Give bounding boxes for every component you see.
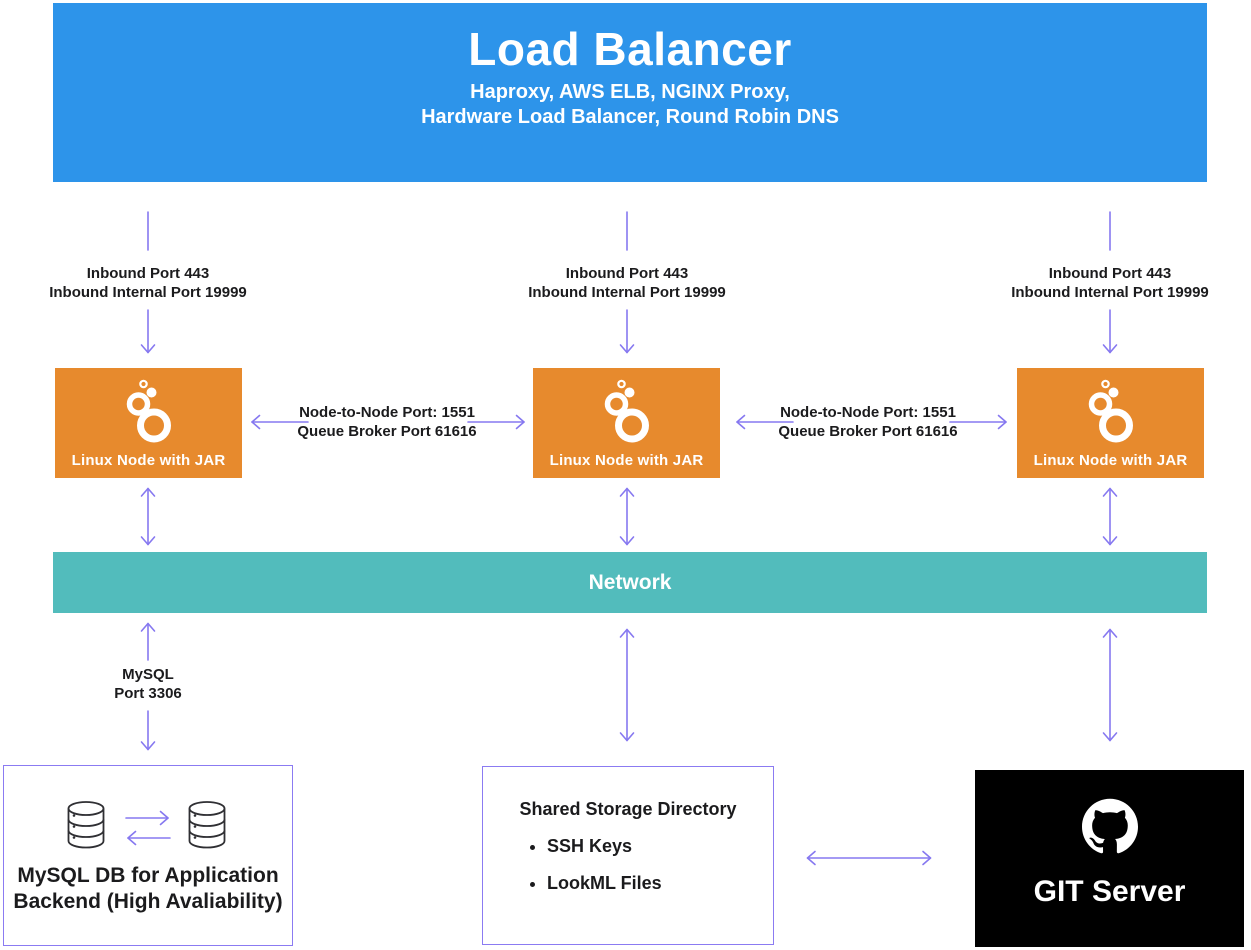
inbound-ports-label: Inbound Port 443 Inbound Internal Port 1… bbox=[990, 264, 1230, 302]
load-balancer-box: Load Balancer Haproxy, AWS ELB, NGINX Pr… bbox=[53, 3, 1207, 182]
linux-node-box: Linux Node with JAR bbox=[55, 368, 242, 478]
mysql-db-line1: MySQL DB for Application bbox=[17, 864, 279, 887]
node-link-line1: Node-to-Node Port: 1551 bbox=[299, 404, 475, 421]
shared-storage-list: SSH Keys LookML Files bbox=[529, 836, 773, 894]
linux-node-box: Linux Node with JAR bbox=[1017, 368, 1204, 478]
node-link-line2: Queue Broker Port 61616 bbox=[778, 423, 958, 440]
node-link-line2: Queue Broker Port 61616 bbox=[297, 423, 477, 440]
connector-line-icon bbox=[1109, 211, 1111, 251]
double-arrow-vertical-icon bbox=[1102, 487, 1118, 546]
load-balancer-subtitle-line2: Hardware Load Balancer, Round Robin DNS bbox=[421, 106, 839, 128]
database-cylinder-icon bbox=[188, 801, 226, 849]
arrow-left-icon bbox=[736, 414, 794, 430]
looker-bubbles-icon bbox=[1088, 379, 1133, 443]
inbound-port-line1: Inbound Port 443 bbox=[86, 265, 210, 282]
shared-storage-title: Shared Storage Directory bbox=[519, 799, 737, 819]
double-arrow-vertical-icon bbox=[619, 487, 635, 546]
arrow-left-icon bbox=[251, 414, 309, 430]
arrow-down-icon bbox=[140, 710, 156, 751]
git-server-label: GIT Server bbox=[1033, 875, 1186, 908]
arrow-right-icon bbox=[467, 414, 525, 430]
arrow-right-icon bbox=[949, 414, 1007, 430]
arrow-down-icon bbox=[619, 309, 635, 354]
mysql-db-box: MySQL DB for Application Backend (High A… bbox=[3, 765, 293, 946]
arrow-down-icon bbox=[140, 309, 156, 354]
linux-node-label: Linux Node with JAR bbox=[549, 452, 704, 469]
double-arrow-horizontal-icon bbox=[806, 850, 932, 866]
double-arrow-vertical-icon bbox=[140, 487, 156, 546]
node-link-label: Node-to-Node Port: 1551 Queue Broker Por… bbox=[748, 403, 988, 441]
shared-storage-box: Shared Storage Directory SSH Keys LookML… bbox=[482, 766, 774, 945]
linux-node-label: Linux Node with JAR bbox=[71, 452, 226, 469]
inbound-port-line1: Inbound Port 443 bbox=[565, 265, 689, 282]
looker-bubbles-icon bbox=[126, 379, 171, 443]
inbound-port-line2: Inbound Internal Port 19999 bbox=[1011, 284, 1209, 301]
arrow-left-icon bbox=[127, 830, 171, 846]
git-server-box: GIT Server bbox=[975, 770, 1244, 947]
shared-storage-item: SSH Keys bbox=[547, 836, 773, 857]
connector-line-icon bbox=[626, 211, 628, 251]
inbound-port-line2: Inbound Internal Port 19999 bbox=[49, 284, 247, 301]
linux-node-label: Linux Node with JAR bbox=[1033, 452, 1188, 469]
arrow-down-icon bbox=[1102, 309, 1118, 354]
github-octocat-icon bbox=[1081, 798, 1138, 854]
network-label: Network bbox=[588, 571, 672, 594]
connector-line-icon bbox=[147, 211, 149, 251]
arrow-up-icon bbox=[140, 622, 156, 661]
network-box: Network bbox=[53, 552, 1207, 613]
mysql-port-line1: MySQL bbox=[122, 666, 174, 683]
mysql-port-line2: Port 3306 bbox=[114, 685, 182, 702]
linux-node-box: Linux Node with JAR bbox=[533, 368, 720, 478]
arrow-right-icon bbox=[125, 810, 169, 826]
mysql-port-label: MySQL Port 3306 bbox=[58, 665, 238, 703]
node-link-label: Node-to-Node Port: 1551 Queue Broker Por… bbox=[267, 403, 507, 441]
double-arrow-vertical-icon bbox=[1102, 628, 1118, 742]
database-cylinder-icon bbox=[67, 801, 105, 849]
inbound-port-line2: Inbound Internal Port 19999 bbox=[528, 284, 726, 301]
node-link-line1: Node-to-Node Port: 1551 bbox=[780, 404, 956, 421]
load-balancer-title: Load Balancer bbox=[468, 23, 792, 75]
load-balancer-subtitle-line1: Haproxy, AWS ELB, NGINX Proxy, bbox=[470, 81, 790, 103]
inbound-ports-label: Inbound Port 443 Inbound Internal Port 1… bbox=[507, 264, 747, 302]
inbound-port-line1: Inbound Port 443 bbox=[1048, 265, 1172, 282]
mysql-db-line2: Backend (High Avaliability) bbox=[13, 890, 283, 913]
looker-bubbles-icon bbox=[604, 379, 649, 443]
mysql-db-label: MySQL DB for Application Backend (High A… bbox=[4, 863, 292, 915]
inbound-ports-label: Inbound Port 443 Inbound Internal Port 1… bbox=[28, 264, 268, 302]
double-arrow-vertical-icon bbox=[619, 628, 635, 742]
shared-storage-item: LookML Files bbox=[547, 873, 773, 894]
